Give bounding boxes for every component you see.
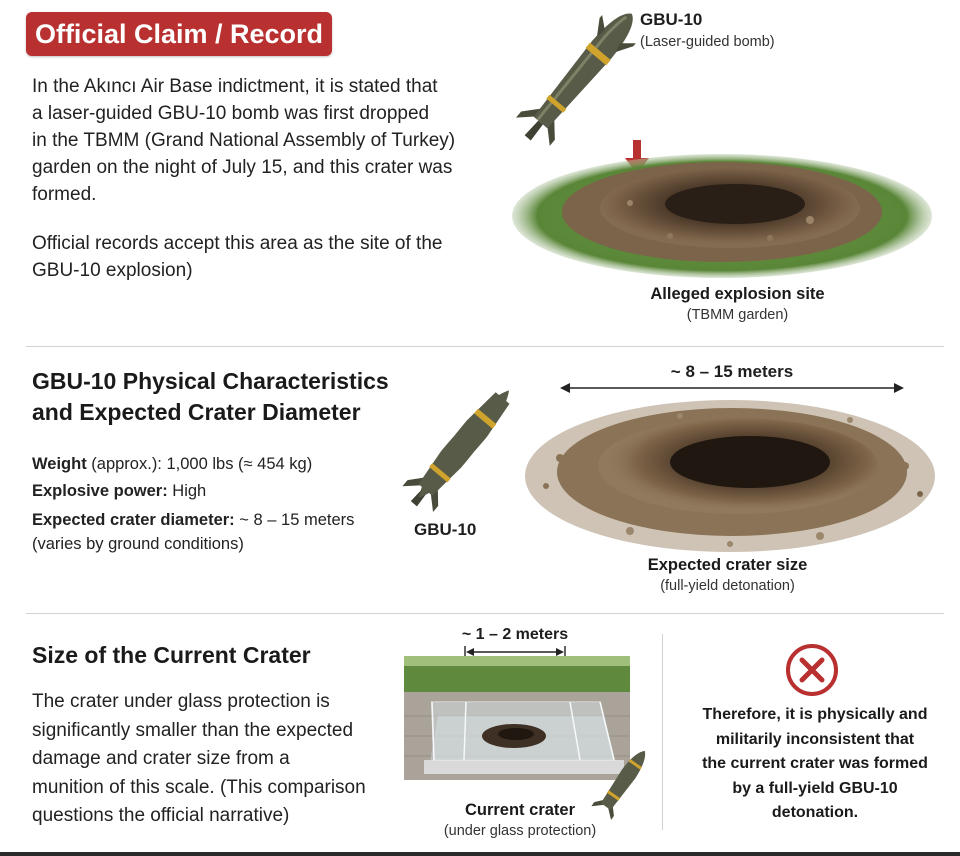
current-line: questions the official narrative) xyxy=(32,805,290,826)
current-crater-image xyxy=(404,656,630,780)
x-circle-icon xyxy=(786,644,838,696)
bomb-icon xyxy=(516,13,636,146)
expected-dimension-label: ~ 8 – 15 meters xyxy=(670,362,794,381)
heading-line: and Expected Crater Diameter xyxy=(32,399,361,425)
bomb-icon xyxy=(402,390,510,513)
bomb-title: GBU-10 xyxy=(640,10,703,29)
claim-line: in the TBMM (Grand National Assembly of … xyxy=(32,130,456,151)
claim-paragraph-2: Official records accept this area as the… xyxy=(32,230,502,284)
claim-line: GBU-10 explosion) xyxy=(32,260,193,281)
alleged-crater-image xyxy=(512,154,932,278)
conclusion-line: the current crater was formed xyxy=(702,755,928,772)
conclusion-line: militarily inconsistent that xyxy=(715,730,915,748)
current-dimension-label: ~ 1 – 2 meters xyxy=(461,626,569,643)
claim-line: a laser-guided GBU-10 bomb was first dro… xyxy=(32,103,430,124)
conclusion-line: detonation. xyxy=(771,804,859,821)
current-line: significantly smaller than the expected xyxy=(32,719,354,741)
claim-line: formed. xyxy=(32,184,97,205)
section-divider xyxy=(26,613,944,614)
dimension-arrow xyxy=(560,383,904,393)
bottom-border xyxy=(0,852,960,856)
claim-line: In the Akıncı Air Base indictment, it is… xyxy=(32,76,438,97)
current-crater-caption: Current crater xyxy=(464,801,576,819)
current-crater-subcaption: (under glass protection) xyxy=(443,823,597,839)
section-divider xyxy=(26,346,944,347)
expected-crater-caption: Expected crater size xyxy=(647,556,808,574)
spec-explosive-power: Explosive power: High xyxy=(32,482,207,500)
alleged-site-caption: Alleged explosion site xyxy=(650,285,825,303)
current-crater-paragraph: The crater under glass protection is sig… xyxy=(32,688,402,831)
expected-crater-subcaption: (full-yield detonation) xyxy=(660,578,795,594)
bomb-label: GBU-10 xyxy=(414,520,477,539)
spec-note: (varies by ground conditions) xyxy=(32,535,244,553)
spec-weight: Weight (approx.): 1,000 lbs (≈ 454 kg) xyxy=(32,455,313,473)
bomb-icon xyxy=(591,750,646,821)
spec-crater-diameter: Expected crater diameter: ~ 8 – 15 meter… xyxy=(32,511,355,529)
section-badge-official-claim: Official Claim / Record xyxy=(26,12,332,56)
expected-crater-image xyxy=(525,400,935,552)
claim-line: garden on the night of July 15, and this… xyxy=(32,157,453,178)
conclusion-line: by a full-yield GBU-10 xyxy=(732,779,898,797)
conclusion-line: Therefore, it is physically and xyxy=(702,706,928,723)
characteristics-heading: GBU-10 Physical Characteristics and Expe… xyxy=(32,366,452,428)
current-line: damage and crater size from a xyxy=(32,748,290,769)
claim-line: Official records accept this area as the… xyxy=(32,233,443,254)
current-line: The crater under glass protection is xyxy=(32,691,330,712)
alleged-site-subcaption: (TBMM garden) xyxy=(686,307,789,323)
bomb-subtitle: (Laser-guided bomb) xyxy=(640,34,775,50)
conclusion-text: Therefore, it is physically and militari… xyxy=(680,703,950,826)
claim-paragraph-1: In the Akıncı Air Base indictment, it is… xyxy=(32,73,502,208)
vertical-divider xyxy=(662,634,663,830)
spec-list: Weight (approx.): 1,000 lbs (≈ 454 kg) E… xyxy=(32,452,412,556)
current-crater-heading: Size of the Current Crater xyxy=(32,642,311,668)
heading-line: GBU-10 Physical Characteristics xyxy=(32,368,389,394)
current-line: munition of this scale. (This comparison xyxy=(32,776,366,798)
